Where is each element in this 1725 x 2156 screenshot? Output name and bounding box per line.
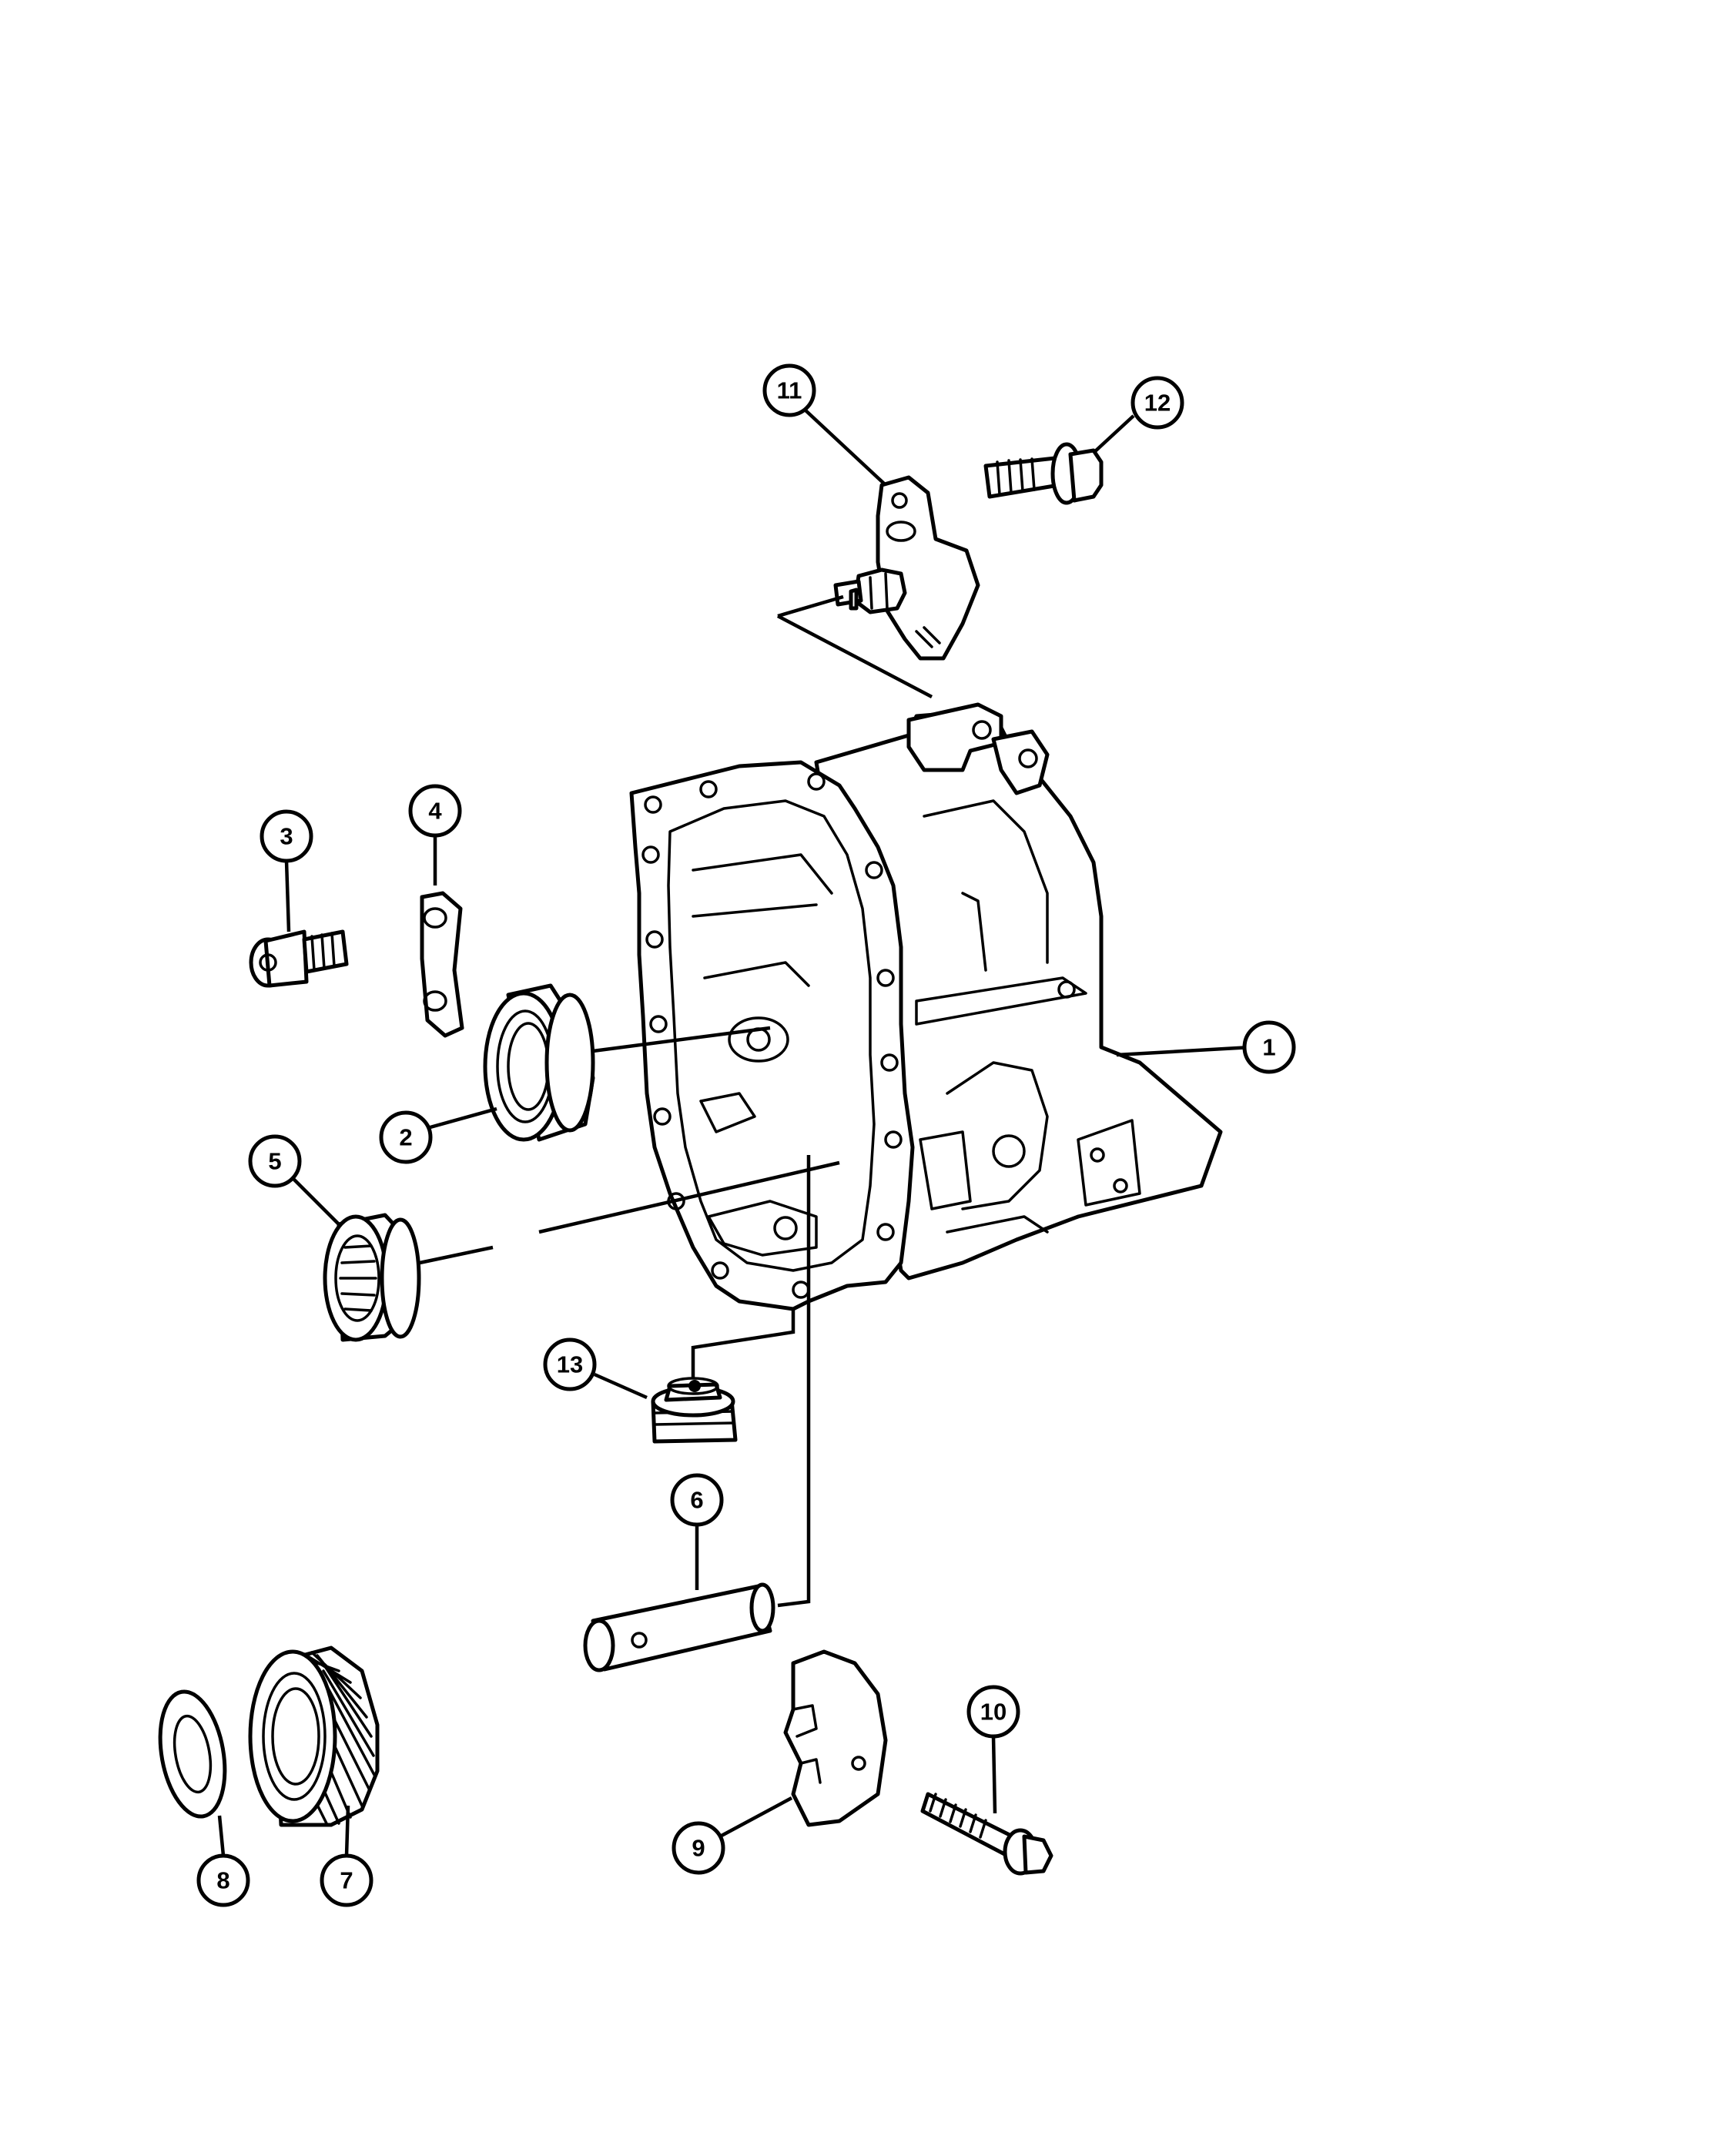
callout-1: 1 (1116, 1020, 1296, 1074)
seal-bearing-2-part (483, 983, 595, 1142)
screw-3-part (249, 929, 349, 988)
callout-7-label: 7 (340, 1867, 353, 1894)
gear-7-part (248, 1645, 380, 1827)
callout-13: 13 (543, 1337, 648, 1400)
callout-12: 12 (1092, 376, 1184, 454)
callout-4: 4 (408, 784, 462, 886)
callout-2: 2 (379, 1106, 497, 1164)
callout-8: 8 (196, 1815, 250, 1907)
case-housing-part (629, 702, 1223, 1311)
callout-11-label: 11 (777, 377, 802, 404)
callout-1-label: 1 (1262, 1034, 1275, 1061)
bolt-10-part (920, 1792, 1053, 1876)
callout-9: 9 (672, 1796, 793, 1875)
sensor-bracket-part (776, 475, 980, 698)
callout-2-label: 2 (399, 1124, 412, 1151)
washer-8-part (158, 1689, 227, 1819)
callout-12-label: 12 (1144, 390, 1171, 417)
callout-13-label: 13 (557, 1351, 583, 1378)
shaft-pin-6-part (583, 1582, 775, 1672)
callout-6: 6 (670, 1473, 724, 1590)
callout-7: 7 (320, 1805, 373, 1907)
callout-4-label: 4 (428, 798, 442, 825)
callout-10-label: 10 (980, 1699, 1007, 1726)
bearing-5-part (323, 1213, 421, 1342)
plug-13-part (651, 1377, 738, 1444)
bolt-12-part (983, 442, 1104, 505)
callout-3-label: 3 (280, 823, 293, 850)
callout-5-label: 5 (268, 1148, 281, 1175)
callout-10: 10 (966, 1685, 1020, 1814)
assembly-lines (419, 1026, 840, 1608)
retainer-strap-4-part (420, 891, 464, 1038)
callout-5: 5 (248, 1134, 340, 1226)
sector-9-part (783, 1649, 888, 1827)
callout-6-label: 6 (690, 1487, 703, 1514)
callout-11: 11 (762, 363, 886, 485)
callout-9-label: 9 (692, 1835, 705, 1862)
callout-3: 3 (260, 809, 313, 932)
callout-8-label: 8 (216, 1867, 229, 1894)
